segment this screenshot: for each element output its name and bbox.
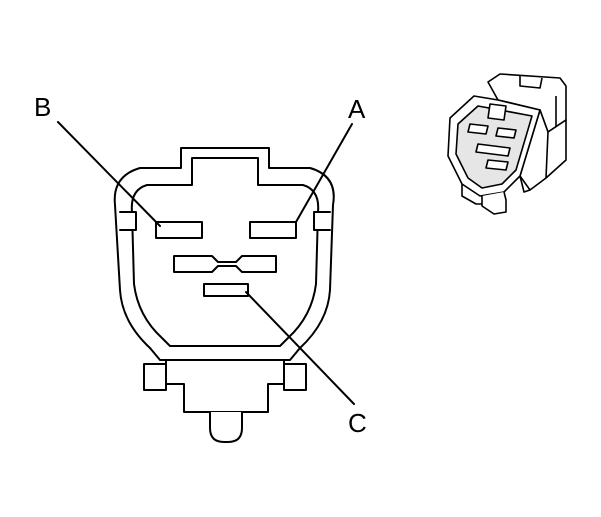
connector-3d-latch (487, 103, 507, 121)
leader-line-c (245, 291, 355, 405)
connector-face (113, 147, 335, 443)
leader-line-b (57, 121, 161, 227)
callout-c: C (348, 408, 367, 438)
connector-3d-terminal-4 (485, 159, 509, 171)
callout-a: A (348, 94, 366, 124)
housing-ear-right (283, 363, 307, 391)
callout-b: B (34, 92, 51, 122)
connector-3d-terminal-2 (495, 127, 517, 139)
leader-line-a (295, 123, 353, 223)
connector-3d-side (519, 109, 567, 191)
terminal-c (203, 283, 249, 297)
latch-notch-right (313, 211, 331, 231)
latch-notch-left (119, 211, 137, 231)
lock-tab (209, 411, 243, 443)
lock-tab-base (165, 359, 285, 413)
terminal-a (249, 221, 297, 239)
terminal-center (173, 255, 277, 273)
connector-3d-terminal-3 (475, 143, 511, 157)
connector-housing-outer (113, 147, 335, 361)
connector-perspective-view (447, 73, 567, 215)
terminal-b (155, 221, 203, 239)
connector-3d-terminal-1 (467, 123, 489, 135)
housing-ear-left (143, 363, 167, 391)
